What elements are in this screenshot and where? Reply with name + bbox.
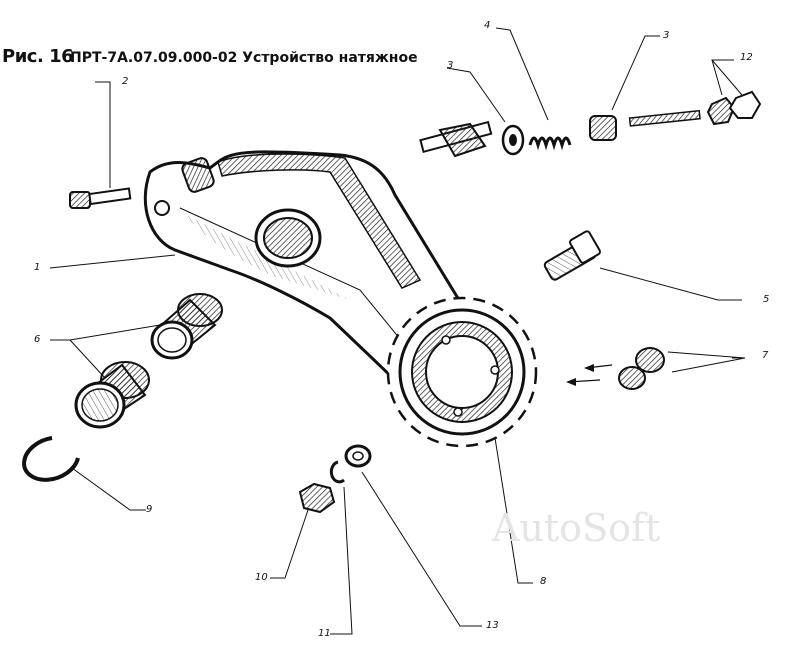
bushings-part-6	[74, 293, 223, 429]
callout-3-left: 3	[447, 60, 454, 71]
tensioner-arm	[143, 150, 476, 407]
callout-5: 5	[763, 294, 770, 305]
callout-9: 9	[146, 504, 153, 515]
callout-3-right: 3	[663, 30, 670, 41]
figure-title: ПРТ-7А.07.09.000-02 Устройство натяжное	[70, 50, 418, 66]
sprocket	[386, 296, 538, 448]
callout-13: 13	[486, 620, 499, 631]
callout-4: 4	[484, 20, 491, 31]
callout-6: 6	[34, 334, 41, 345]
watermark: AutoSoft	[492, 506, 661, 550]
callout-8: 8	[540, 576, 547, 587]
callout-1: 1	[34, 262, 41, 273]
retaining-ring-part-9	[22, 436, 80, 482]
pin-assembly	[419, 90, 762, 158]
callout-10: 10	[255, 572, 268, 583]
callout-11: 11	[318, 628, 331, 639]
bolt-part-5	[543, 230, 601, 281]
bolt-part-2	[69, 187, 132, 209]
nut-washers	[298, 444, 372, 514]
callout-7: 7	[762, 350, 769, 361]
spacers-part-7	[566, 347, 665, 390]
callout-12: 12	[740, 52, 753, 63]
figure-number: Рис. 16	[2, 46, 74, 67]
callout-2: 2	[122, 76, 129, 87]
leader-lines	[49, 27, 746, 635]
